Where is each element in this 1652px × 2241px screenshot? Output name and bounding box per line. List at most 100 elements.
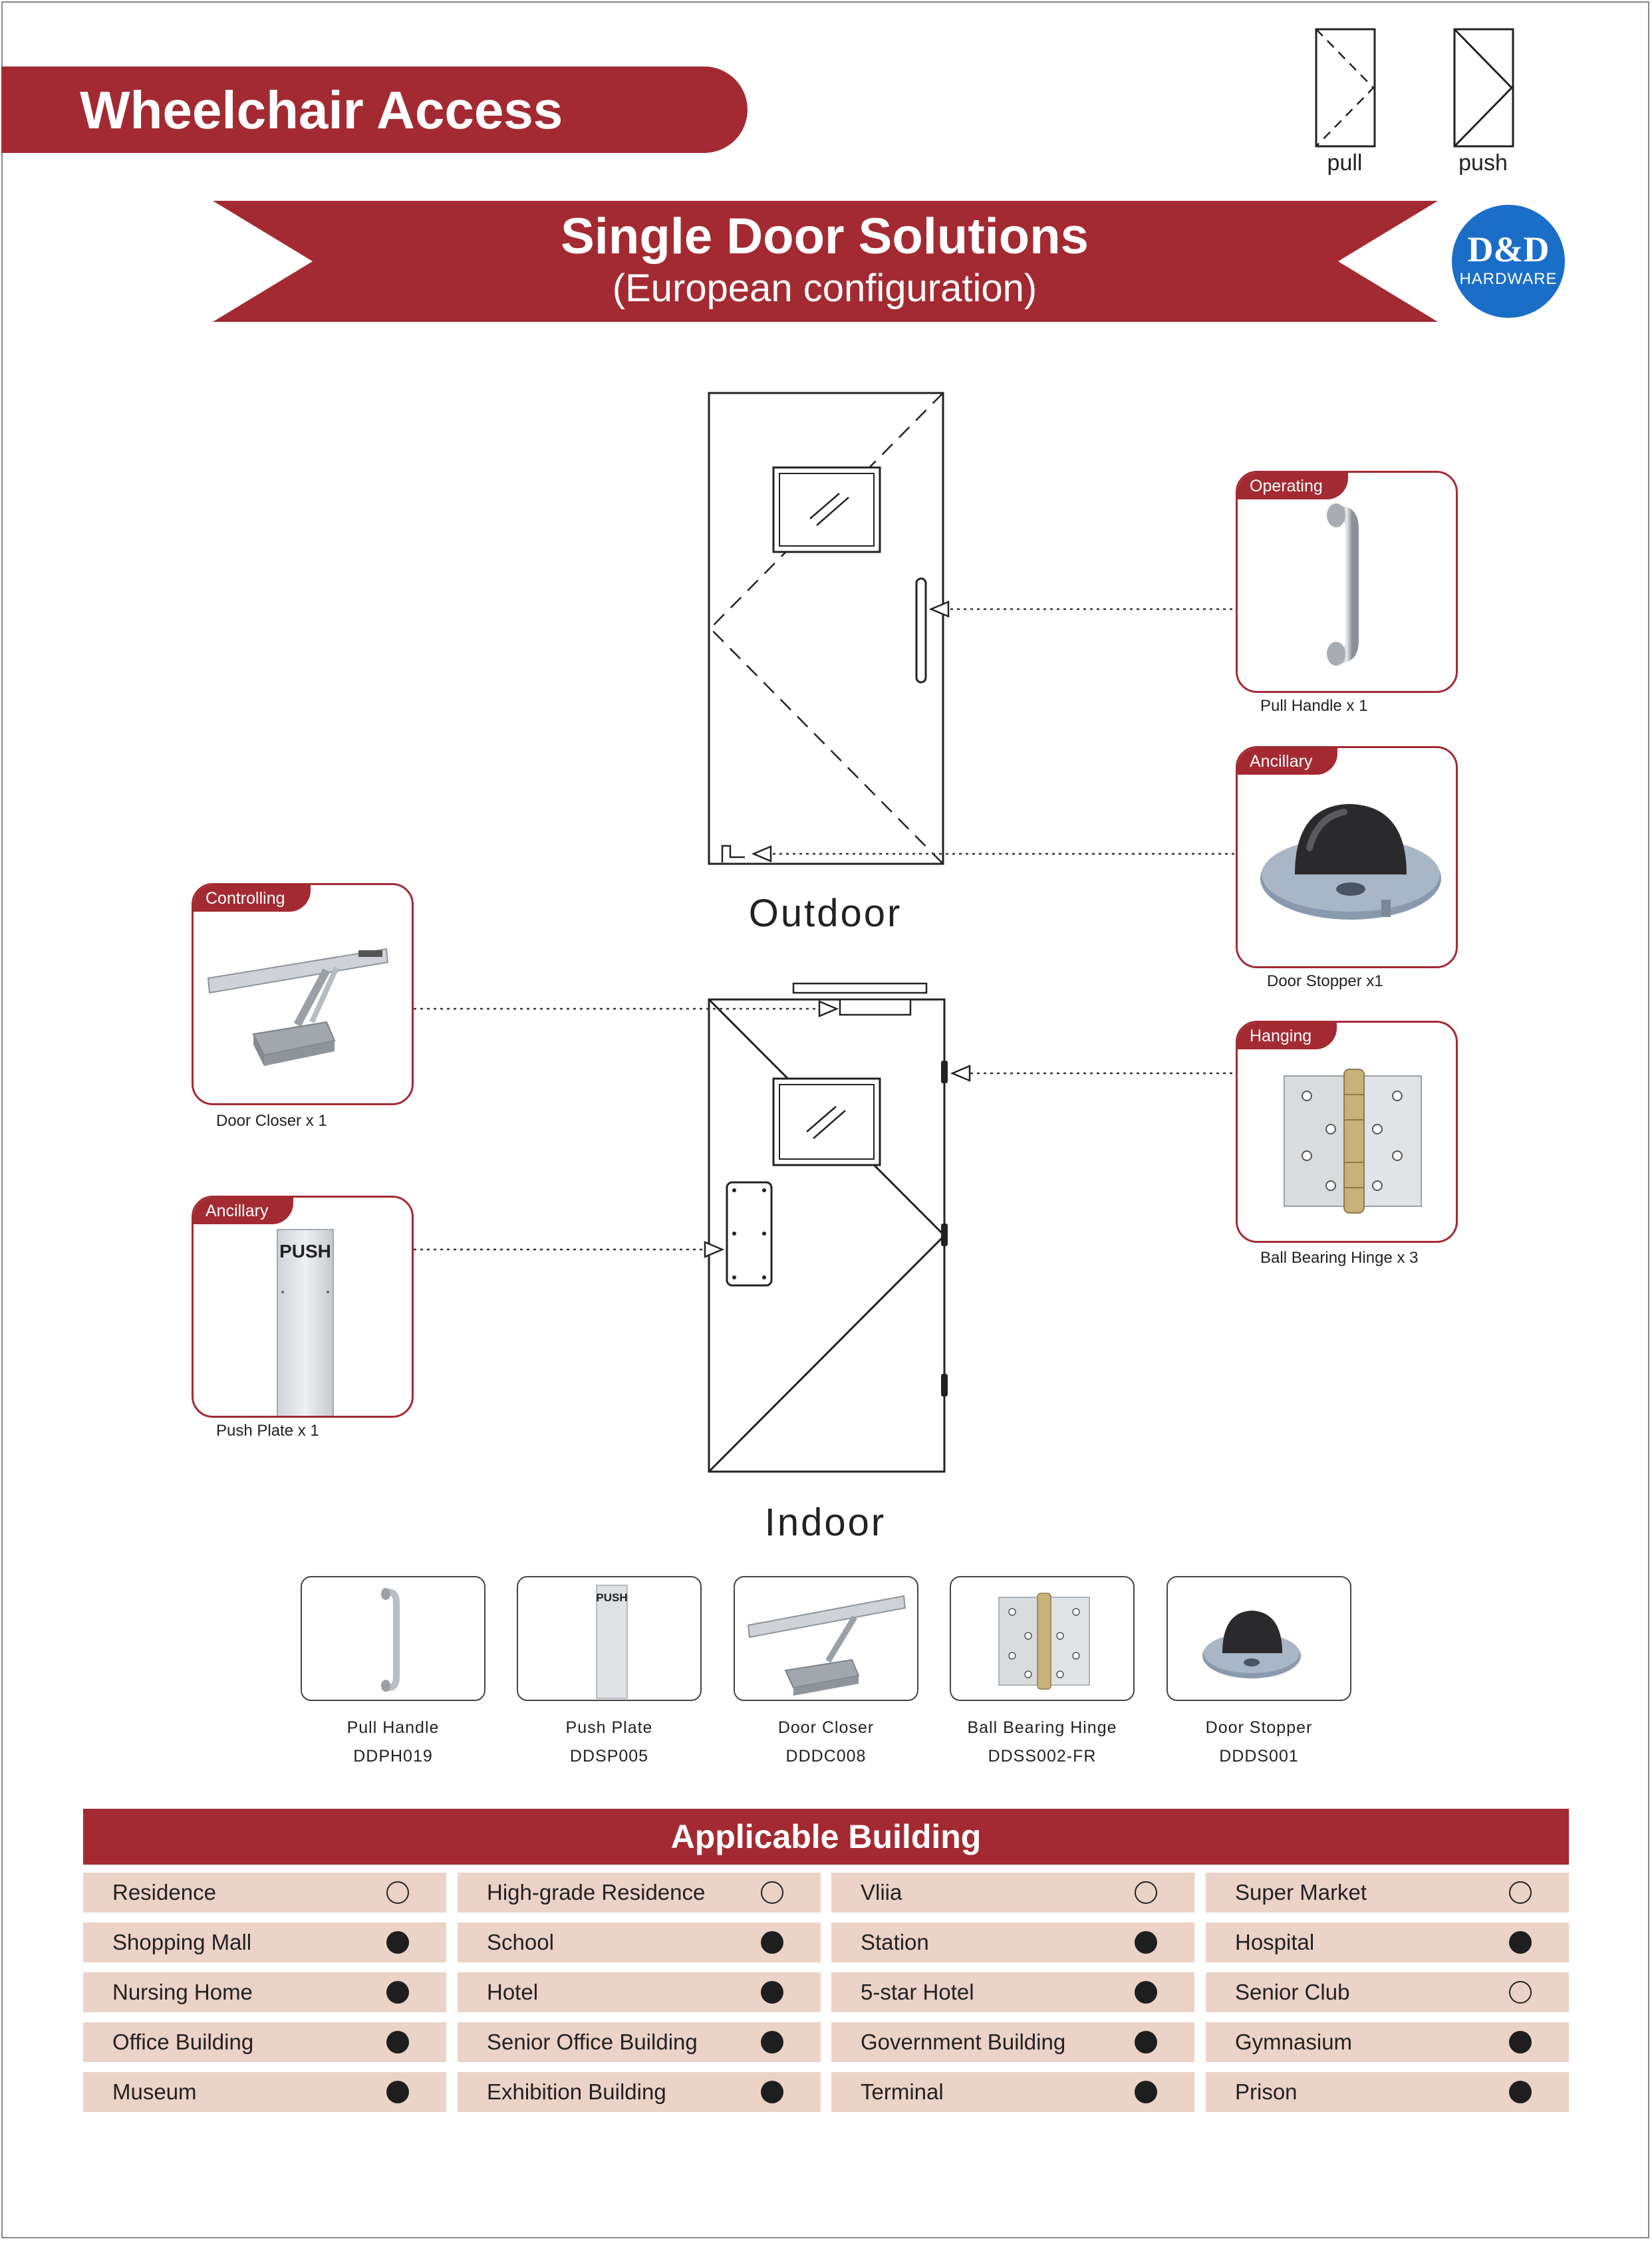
applicable-filled-dot-icon	[1135, 1931, 1157, 1954]
building-name: Gymnasium	[1235, 2030, 1353, 2054]
push-plate-text: PUSH	[596, 1591, 627, 1604]
building-name: Terminal	[861, 2079, 944, 2104]
card-door-closer: Controlling	[192, 883, 414, 1105]
applicable-filled-dot-icon	[1509, 1931, 1532, 1954]
not-applicable-empty-dot-icon	[1509, 1981, 1532, 2004]
building-name: Prison	[1235, 2079, 1298, 2104]
connector-arrows	[704, 600, 971, 1258]
logo-name: D&D	[1467, 229, 1550, 269]
page-title: Wheelchair Access	[80, 80, 563, 140]
card-door-stopper: Ancillary	[1236, 746, 1458, 968]
push-plate-icon: PUSH	[596, 1585, 628, 1699]
building-cell: Senior Office Building	[458, 2022, 821, 2062]
building-cell: Vliia	[831, 1873, 1194, 1912]
logo-sub: HARDWARE	[1459, 270, 1558, 288]
applicable-building-title: Applicable Building	[83, 1809, 1569, 1865]
building-name: Residence	[112, 1880, 216, 1905]
product-pull-handle	[301, 1576, 485, 1701]
building-name: Nursing Home	[112, 1980, 253, 2004]
building-cell: Prison	[1206, 2072, 1569, 2112]
card-caption: Push Plate x 1	[216, 1422, 319, 1440]
building-cell: Museum	[83, 2072, 446, 2112]
card-caption: Door Closer x 1	[216, 1112, 327, 1130]
banner-ribbon	[213, 201, 1438, 322]
not-applicable-empty-dot-icon	[1509, 1881, 1532, 1904]
building-name: Office Building	[112, 2030, 254, 2054]
applicable-filled-dot-icon	[1509, 2031, 1532, 2053]
building-cell: Nursing Home	[83, 1972, 446, 2012]
building-cell: Government Building	[831, 2022, 1194, 2062]
building-name: Exhibition Building	[487, 2079, 666, 2104]
building-name: Senior Club	[1235, 1980, 1350, 2004]
pull-handle-icon	[1327, 503, 1359, 666]
brand-logo: D&D HARDWARE	[1452, 205, 1565, 318]
door-stopper-icon	[1260, 804, 1441, 920]
applicable-filled-dot-icon	[1135, 1981, 1157, 2004]
banner-subtitle: (European configuration)	[612, 267, 1037, 310]
card-tag: Hanging	[1238, 1023, 1337, 1049]
push-plate-icon: PUSH	[277, 1229, 334, 1416]
building-cell: Super Market	[1206, 1873, 1569, 1912]
building-cell: Hotel	[458, 1972, 821, 2012]
building-name: Senior Office Building	[487, 2030, 698, 2054]
product-code: DDSP005	[569, 1747, 649, 1766]
product-code: DDPH019	[353, 1747, 433, 1766]
building-name: Museum	[112, 2079, 197, 2104]
building-cell: Hospital	[1206, 1922, 1569, 1962]
outdoor-door	[708, 392, 944, 865]
applicable-filled-dot-icon	[1135, 2081, 1157, 2103]
applicable-filled-dot-icon	[386, 1981, 409, 2004]
building-cell: Terminal	[831, 2072, 1194, 2112]
not-applicable-empty-dot-icon	[761, 1881, 783, 1904]
door-closer-icon	[747, 1595, 906, 1696]
card-tag: Controlling	[194, 885, 311, 912]
page-title-tab: Wheelchair Access	[1, 66, 748, 153]
building-cell: 5-star Hotel	[831, 1972, 1194, 2012]
applicable-filled-dot-icon	[761, 1931, 783, 1954]
applicable-filled-dot-icon	[761, 2031, 783, 2053]
product-code: DDSS002-FR	[988, 1747, 1097, 1766]
product-code: DDDC008	[785, 1747, 867, 1766]
not-applicable-empty-dot-icon	[386, 1881, 409, 1904]
building-name: Station	[861, 1930, 929, 1954]
door-closer-icon	[207, 948, 389, 1066]
applicable-filled-dot-icon	[761, 1981, 783, 2004]
building-cell: Senior Club	[1206, 1972, 1569, 2012]
indoor-label: Indoor	[764, 1501, 887, 1544]
building-name: Government Building	[861, 2030, 1066, 2054]
door-stopper-icon	[1202, 1611, 1301, 1678]
product-name: Pull Handle	[346, 1718, 440, 1737]
outdoor-label: Outdoor	[748, 892, 902, 935]
applicable-filled-dot-icon	[386, 2081, 409, 2103]
building-cell: Office Building	[83, 2022, 446, 2062]
applicable-filled-dot-icon	[386, 2031, 409, 2053]
building-name: Shopping Mall	[112, 1930, 252, 1954]
banner-title: Single Door Solutions	[561, 208, 1089, 265]
push-plate-text: PUSH	[279, 1241, 331, 1261]
building-cell: School	[458, 1922, 821, 1962]
card-hinge: Hanging	[1236, 1021, 1458, 1243]
product-name: Ball Bearing Hinge	[967, 1718, 1117, 1737]
push-legend-label: push	[1458, 150, 1508, 176]
applicable-filled-dot-icon	[1509, 2081, 1532, 2103]
product-name: Door Stopper	[1205, 1718, 1313, 1737]
building-name: Vliia	[861, 1880, 902, 1905]
building-cell: Shopping Mall	[83, 1922, 446, 1962]
not-applicable-empty-dot-icon	[1135, 1881, 1157, 1904]
door-diagram	[414, 392, 1238, 1473]
building-name: Hotel	[487, 1980, 539, 2004]
hinge-icon	[998, 1593, 1090, 1690]
product-push-plate: PUSH	[517, 1576, 702, 1701]
card-tag: Ancillary	[194, 1198, 294, 1224]
building-name: Super Market	[1235, 1880, 1367, 1905]
product-code: DDDS001	[1219, 1747, 1299, 1766]
card-tag: Operating	[1238, 473, 1348, 499]
indoor-door	[708, 982, 948, 1473]
building-cell: Residence	[83, 1873, 446, 1912]
connector-lines	[414, 608, 1238, 1251]
card-caption: Pull Handle x 1	[1260, 697, 1368, 715]
building-name: High-grade Residence	[487, 1880, 706, 1905]
card-pull-handle: Operating	[1236, 471, 1458, 693]
applicable-filled-dot-icon	[761, 2081, 783, 2103]
